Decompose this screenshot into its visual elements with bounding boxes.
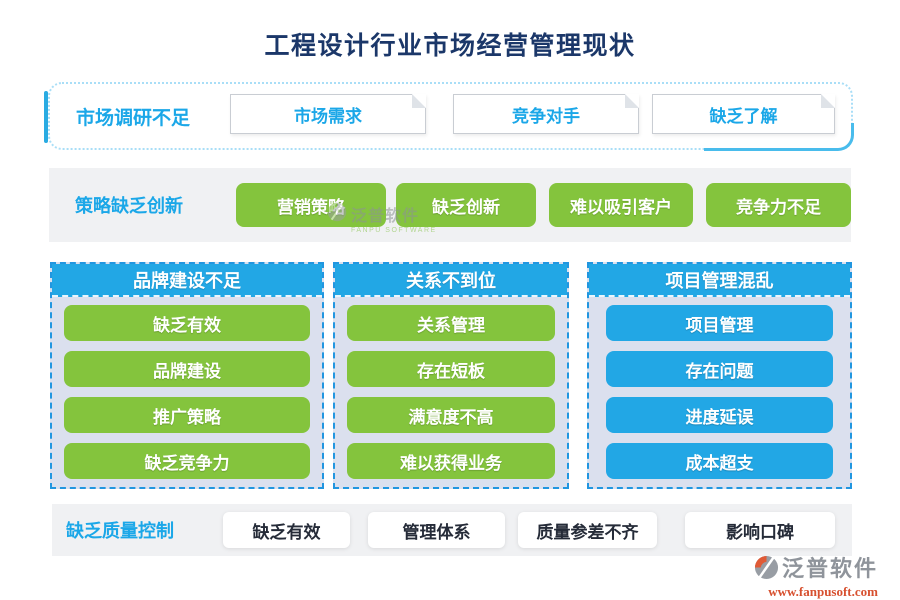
column-body: 项目管理 存在问题 进度延误 成本超支 xyxy=(589,297,850,487)
section-strategy: 策略缺乏创新 营销策略 缺乏创新 难以吸引客户 竞争力不足 xyxy=(49,168,851,242)
column-project-management: 项目管理混乱 项目管理 存在问题 进度延误 成本超支 xyxy=(587,262,852,489)
pill-label: 难以吸引客户 xyxy=(570,197,672,217)
column-header: 关系不到位 xyxy=(335,264,567,297)
card-label: 影响口碑 xyxy=(726,522,794,542)
column-item: 难以获得业务 xyxy=(347,443,555,479)
card-label: 管理体系 xyxy=(402,522,471,542)
column-header: 项目管理混乱 xyxy=(589,264,850,297)
card-management-system: 管理体系 xyxy=(368,512,505,548)
card-uneven-quality: 质量参差不齐 xyxy=(518,512,657,548)
column-item: 成本超支 xyxy=(606,443,833,479)
tag-competitors: 竞争对手 xyxy=(453,94,639,134)
tag-market-demand: 市场需求 xyxy=(230,94,426,134)
watermark-subtext: FANPU SOFTWARE xyxy=(351,227,437,234)
card-label: 质量参差不齐 xyxy=(536,522,639,542)
column-header: 品牌建设不足 xyxy=(52,264,322,297)
section-label-strategy: 策略缺乏创新 xyxy=(75,196,183,216)
column-brand-building: 品牌建设不足 缺乏有效 品牌建设 推广策略 缺乏竞争力 xyxy=(50,262,324,489)
watermark-text-block: 泛普软件 FANPU SOFTWARE xyxy=(351,202,437,234)
page-title: 工程设计行业市场经营管理现状 xyxy=(264,32,636,60)
card-label: 缺乏有效 xyxy=(252,522,321,542)
column-body: 缺乏有效 品牌建设 推广策略 缺乏竞争力 xyxy=(52,297,322,487)
watermark-text: 泛普软件 xyxy=(351,208,420,225)
card-reputation-impact: 影响口碑 xyxy=(685,512,835,548)
card-lack-effective: 缺乏有效 xyxy=(223,512,350,548)
watermark: 泛普软件 FANPU SOFTWARE xyxy=(327,202,437,234)
column-item: 缺乏有效 xyxy=(64,305,310,341)
section-market-research: 市场调研不足 市场需求 竞争对手 缺乏了解 xyxy=(44,82,854,151)
pill-label: 缺乏创新 xyxy=(432,197,500,217)
pill-hard-attract-customers: 难以吸引客户 xyxy=(549,183,693,227)
column-item: 存在短板 xyxy=(347,351,555,387)
column-item: 推广策略 xyxy=(64,397,310,433)
column-body: 关系管理 存在短板 满意度不高 难以获得业务 xyxy=(335,297,567,487)
left-accent-bar xyxy=(44,91,48,143)
pill-label: 竞争力不足 xyxy=(736,197,821,217)
column-item: 存在问题 xyxy=(606,351,833,387)
section-quality: 缺乏质量控制 缺乏有效 管理体系 质量参差不齐 影响口碑 xyxy=(52,504,852,556)
footer-brand-text: 泛普软件 xyxy=(781,556,878,581)
column-relationship: 关系不到位 关系管理 存在短板 满意度不高 难以获得业务 xyxy=(333,262,569,489)
footer-brand-row: 泛普软件 xyxy=(754,551,878,583)
bottom-right-accent xyxy=(704,123,854,151)
footer-logo: 泛普软件 www.fanpusoft.com xyxy=(702,551,878,600)
column-item: 项目管理 xyxy=(606,305,833,341)
tag-label: 竞争对手 xyxy=(512,106,580,126)
tag-label: 缺乏了解 xyxy=(709,106,778,126)
column-item: 关系管理 xyxy=(347,305,555,341)
pill-weak-competitiveness: 竞争力不足 xyxy=(706,183,851,227)
fanpu-logo-icon xyxy=(327,202,347,222)
column-item: 满意度不高 xyxy=(347,397,555,433)
column-item: 进度延误 xyxy=(606,397,833,433)
section-label-quality: 缺乏质量控制 xyxy=(66,521,174,541)
fanpu-logo-icon xyxy=(754,555,779,579)
footer-url: www.fanpusoft.com xyxy=(768,584,878,599)
tag-lack-understanding: 缺乏了解 xyxy=(652,94,835,134)
tag-label: 市场需求 xyxy=(294,106,362,126)
column-item: 品牌建设 xyxy=(64,351,310,387)
section-label-market-research: 市场调研不足 xyxy=(76,107,191,129)
column-item: 缺乏竞争力 xyxy=(64,443,310,479)
pill-lack-innovation: 缺乏创新 xyxy=(396,183,536,227)
